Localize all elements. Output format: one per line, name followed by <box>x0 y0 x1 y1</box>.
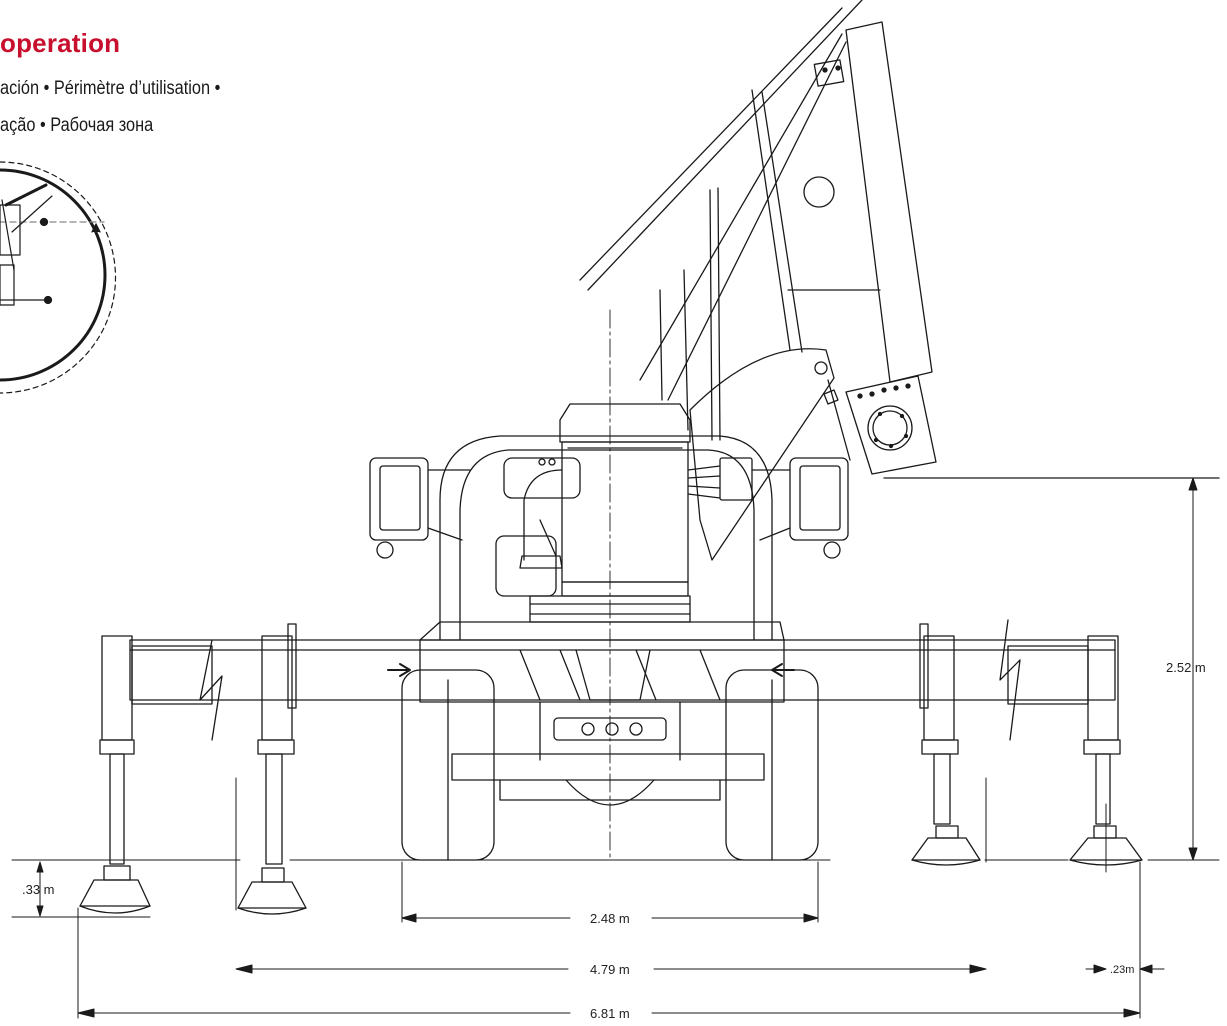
outrigger-beam <box>129 639 1116 701</box>
outrigger-inner-right <box>911 623 981 866</box>
control-box <box>519 403 753 597</box>
dim-track-label: 2.48 m <box>590 911 630 926</box>
outrigger-inner-left <box>237 623 307 915</box>
swing-dashed-path <box>0 161 117 394</box>
subtitle-line-2: ação • Рабочая зона <box>0 115 154 136</box>
boom <box>579 0 1220 561</box>
boom-head-plate <box>845 375 937 475</box>
chassis <box>129 309 1116 861</box>
subtitle-line-1: ación • Périmètre d’utilisation • <box>0 78 221 99</box>
sheave-wheel <box>867 405 913 451</box>
boom-access-port <box>803 176 835 208</box>
arrow-left-icon <box>771 663 795 677</box>
dim-lift-label: .33 m <box>22 882 55 897</box>
lift-cylinder-arm <box>689 348 835 561</box>
rear-bumper <box>451 753 765 781</box>
outrigger-outer-right <box>999 619 1143 866</box>
mirror-left <box>369 457 429 541</box>
dimensions <box>36 477 1198 1019</box>
diagram-heading: operation <box>0 28 121 58</box>
cab <box>369 435 849 861</box>
dim-pad-offset-label: .23m <box>1110 964 1134 976</box>
swing-radius-inset <box>0 161 117 394</box>
dim-outer-spread-label: 6.81 m <box>590 1006 630 1021</box>
junction-box <box>719 457 753 501</box>
ground-lines <box>11 859 1220 918</box>
dim-height-label: 2.52 m <box>1166 660 1206 675</box>
mirror-right <box>789 457 849 541</box>
swing-circle-outline <box>0 168 107 382</box>
boom-pivot-pin <box>814 361 828 375</box>
swing-arrow-icon <box>91 223 101 233</box>
outrigger-outer-left <box>79 635 223 914</box>
operator-lever <box>519 555 563 569</box>
arrow-right-icon <box>387 663 411 677</box>
dim-inner-spread-label: 4.79 m <box>590 962 630 977</box>
